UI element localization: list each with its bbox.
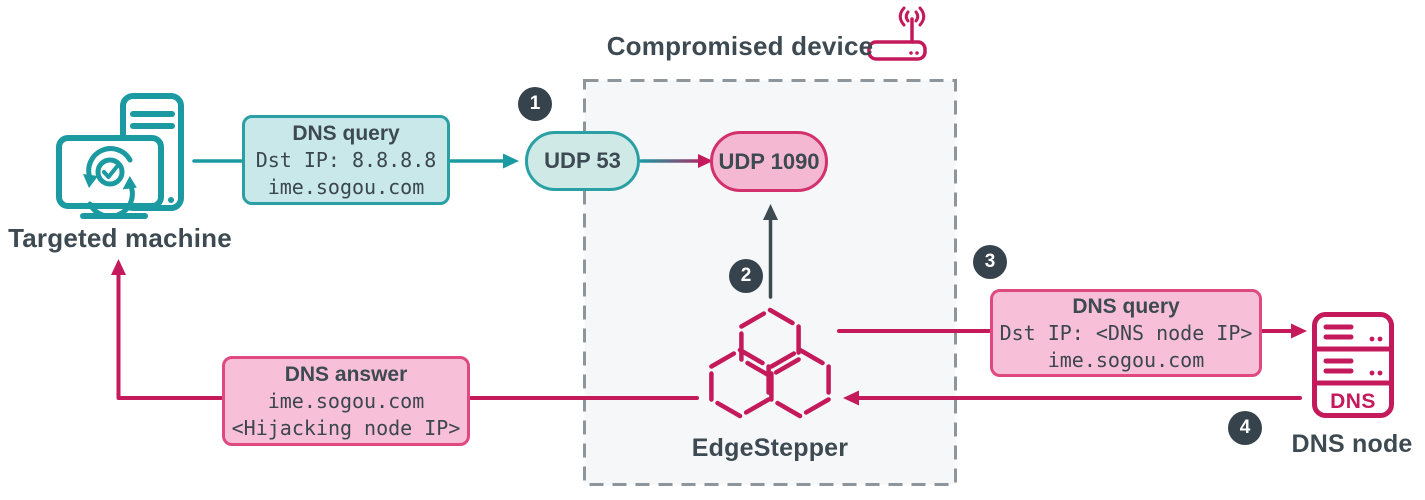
dns-query-redirected-box: DNS query Dst IP: <DNS node IP> ime.sogo… (990, 289, 1262, 377)
arrowhead-into-udp1090 (698, 154, 713, 168)
arrowhead-into-dnsnode (1291, 323, 1307, 339)
arrowhead-into-machine (111, 259, 126, 275)
dns-node-label: DNS node (1291, 430, 1413, 458)
dns-answer-box: DNS answer ime.sogou.com <Hijacking node… (222, 356, 470, 446)
arrowhead-up (763, 204, 778, 220)
arrowhead-into-edgestepper (843, 390, 859, 406)
arrowhead-into-udp53 (503, 153, 519, 169)
edgestepper-label: EdgeStepper (691, 434, 849, 462)
dns-query-redirected-dst: Dst IP: <DNS node IP> (999, 320, 1253, 345)
step-badge-1: 1 (518, 87, 552, 121)
dns-query-original-box: DNS query Dst IP: 8.8.8.8 ime.sogou.com (242, 115, 450, 205)
dns-answer-host: ime.sogou.com (267, 388, 425, 413)
dns-query-redirected-title: DNS query (1072, 294, 1180, 318)
targeted-machine-label: Targeted machine (8, 223, 232, 253)
dns-query-original-title: DNS query (292, 121, 400, 145)
udp1090-port: UDP 1090 (710, 131, 828, 192)
dns-server-text: DNS (1330, 390, 1376, 413)
wireless-router-icon (867, 6, 927, 61)
dns-server-icon: DNS (1311, 311, 1395, 419)
step-badge-2: 2 (729, 259, 763, 293)
udp53-port: UDP 53 (525, 131, 640, 191)
dns-answer-result: <Hijacking node IP> (231, 415, 461, 440)
server-icon (1312, 312, 1394, 418)
triple-hexagon-icon (709, 307, 831, 419)
compromised-device-label: Compromised device (606, 31, 874, 61)
dns-query-original-dst: Dst IP: 8.8.8.8 (255, 147, 437, 172)
arrow-dnsanswer-to-machine (116, 270, 223, 400)
dns-query-original-host: ime.sogou.com (267, 174, 425, 199)
step-badge-4: 4 (1228, 411, 1262, 445)
dns-answer-title: DNS answer (284, 362, 408, 386)
dns-query-redirected-host: ime.sogou.com (1047, 347, 1205, 372)
step-badge-3: 3 (973, 245, 1007, 279)
computer-sync-icon (56, 93, 184, 219)
